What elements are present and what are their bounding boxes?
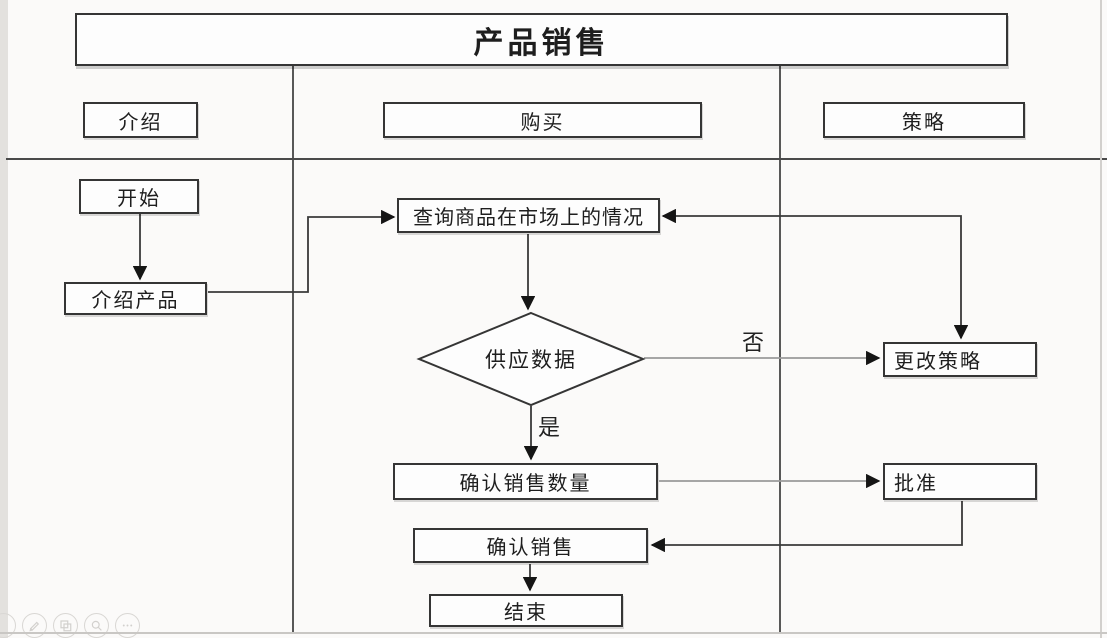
picture-icon[interactable] — [53, 613, 78, 638]
node-query-market: 查询商品在市场上的情况 — [397, 198, 660, 233]
lane-header-strategy: 策略 — [823, 102, 1025, 138]
lane-header-label: 策略 — [902, 111, 946, 134]
node-label: 查询商品在市场上的情况 — [413, 207, 644, 229]
edge-approve-to-confirm-sale — [650, 501, 963, 553]
diagram-title: 产品销售 — [75, 13, 1008, 66]
lane-header-label: 购买 — [520, 111, 565, 134]
node-label: 结束 — [504, 602, 548, 624]
node-label: 批准 — [894, 473, 938, 495]
bottom-edge-line — [0, 632, 1107, 634]
node-label: 确认销售数量 — [459, 473, 592, 495]
edit-pencil-icon[interactable] — [22, 613, 47, 638]
branch-label-no: 否 — [742, 330, 765, 355]
zoom-icon[interactable] — [84, 613, 109, 638]
edge-introduce-to-query — [208, 209, 396, 293]
edge-change-strategy-feedback-to-query — [661, 208, 969, 340]
node-approve: 批准 — [883, 463, 1037, 500]
node-label: 开始 — [117, 188, 161, 210]
node-supply-data-decision: 供应数据 — [431, 347, 631, 372]
partial-circle-icon[interactable] — [0, 613, 16, 638]
lane-header-purchase: 购买 — [383, 102, 702, 138]
lane-header-label: 介绍 — [118, 111, 163, 134]
diagram-title-text: 产品销售 — [473, 26, 610, 60]
node-label: 介绍产品 — [91, 290, 180, 312]
left-edge-strip — [0, 0, 8, 638]
right-edge-line — [1100, 0, 1102, 638]
node-start: 开始 — [79, 179, 199, 214]
more-icon[interactable] — [115, 613, 140, 638]
node-change-strategy: 更改策略 — [883, 342, 1037, 377]
node-label: 供应数据 — [485, 349, 577, 372]
node-label: 更改策略 — [894, 351, 982, 373]
branch-label-yes: 是 — [538, 415, 561, 440]
lane-header-introduction: 介绍 — [83, 102, 198, 138]
viewer-toolbar — [0, 613, 140, 638]
node-introduce-product: 介绍产品 — [64, 282, 207, 315]
node-end: 结束 — [429, 594, 623, 627]
node-label: 确认销售 — [486, 537, 575, 559]
node-confirm-sales-quantity: 确认销售数量 — [393, 463, 658, 500]
node-confirm-sale: 确认销售 — [413, 528, 648, 563]
